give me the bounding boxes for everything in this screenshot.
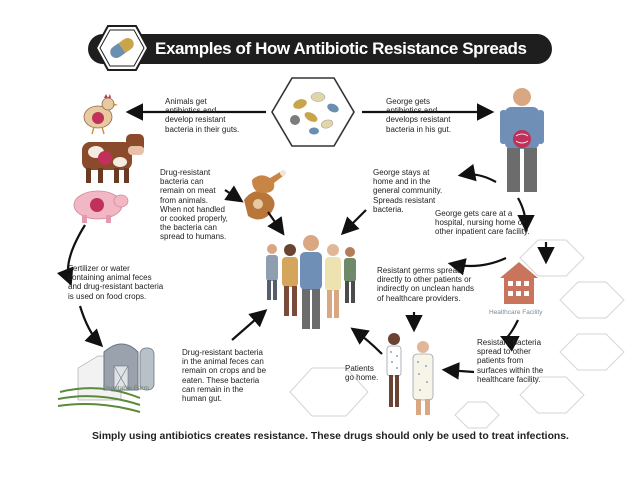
- label-george-care: George gets care at a hospital, nursing …: [435, 209, 530, 237]
- label-george-stays: George stays at home and in the general …: [373, 168, 443, 214]
- arrow-to-meat: [224, 185, 244, 203]
- arrow-meat-to-crowd: [267, 211, 285, 236]
- arrow-facility-to-germs: [447, 257, 507, 276]
- footer-caption: Simply using antibiotics creates resista…: [92, 431, 569, 442]
- bacteria-icon: [90, 198, 104, 212]
- bacteria-icon: [92, 112, 104, 124]
- vegetable-farm-label: Vegetable Farm: [103, 385, 149, 392]
- arrow-facility-surfaces: [500, 319, 520, 352]
- arrow-home-to-crowd: [340, 209, 367, 236]
- arrow-george-care: [517, 197, 535, 233]
- label-fertilizer: Fertilizer or water containing animal fe…: [68, 264, 164, 301]
- label-drug-resistant-meat: Drug-resistant bacteria can remain on me…: [160, 168, 228, 242]
- arrow-george-home: [457, 163, 497, 183]
- arrow-farm-to-crowd: [231, 309, 268, 341]
- arrow-fertilizer-farm: [78, 305, 104, 348]
- label-animals: Animals get antibiotics and develop resi…: [165, 97, 240, 134]
- healthcare-facility-label: Healthcare Facility: [489, 309, 543, 316]
- bacteria-icon: [513, 130, 531, 148]
- label-surfaces: Resistant bacteria spread to other patie…: [477, 338, 544, 384]
- title-banner: [88, 34, 552, 64]
- arrow-surfaces-to-patients: [441, 362, 475, 380]
- arrow-pig-fertilizer: [56, 224, 86, 287]
- arrow-patients-home: [350, 327, 383, 355]
- label-patients-home: Patients go home.: [345, 364, 379, 383]
- page-title: Examples of How Antibiotic Resistance Sp…: [155, 39, 527, 58]
- label-george-gets: George gets antibiotics and develops res…: [386, 97, 451, 134]
- label-resistant-germs: Resistant germs spread directly to other…: [377, 266, 474, 303]
- label-feces-crops: Drug-resistant bacteria in the animal fe…: [182, 348, 267, 404]
- bacteria-icon: [98, 151, 112, 165]
